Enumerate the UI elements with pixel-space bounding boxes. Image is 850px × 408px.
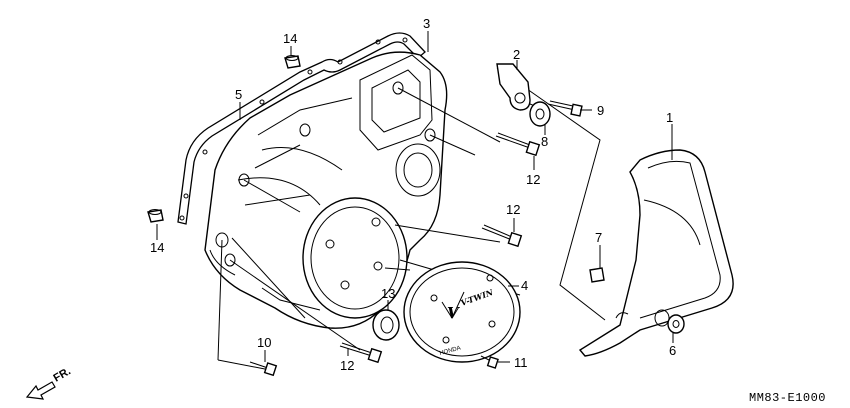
bolt-12-upper — [495, 132, 541, 157]
callout-13: 13 — [381, 286, 395, 301]
emblem-v: V — [447, 304, 460, 322]
callout-leaders — [156, 31, 674, 363]
bracket — [496, 63, 531, 111]
callout-1: 1 — [666, 110, 673, 125]
callout-12-lower: 12 — [340, 358, 354, 373]
front-direction-label: FR. — [52, 365, 73, 384]
callout-4: 4 — [521, 278, 528, 293]
callout-6: 6 — [669, 343, 676, 358]
bolt-10 — [249, 361, 278, 377]
sprocket-cover — [578, 149, 734, 357]
callout-8: 8 — [541, 134, 548, 149]
figure-code: MM83-E1000 — [749, 391, 826, 405]
callout-14-lower: 14 — [150, 240, 164, 255]
dowel-pin-lower — [147, 209, 164, 223]
bolt-12-lower — [339, 342, 383, 364]
oil-seal — [372, 309, 400, 341]
bolt-12-middle — [481, 224, 523, 248]
grommet-7 — [589, 267, 605, 283]
grommet-6 — [667, 314, 685, 334]
dowel-pin-upper — [284, 55, 301, 69]
collar — [529, 101, 551, 127]
callout-12-upper: 12 — [526, 172, 540, 187]
front-direction-arrow: FR. — [25, 365, 73, 400]
callout-9: 9 — [597, 103, 604, 118]
callout-11: 11 — [514, 355, 528, 370]
callout-14-upper: 14 — [283, 31, 297, 46]
callout-3: 3 — [423, 16, 430, 31]
callout-7: 7 — [595, 230, 602, 245]
callout-10: 10 — [257, 335, 271, 350]
callout-12-middle: 12 — [506, 202, 520, 217]
callout-2: 2 — [513, 47, 520, 62]
emblem-cover: V V-TWIN HONDA — [403, 261, 521, 363]
bolt-11 — [480, 355, 499, 369]
crankcase-cover — [204, 51, 448, 329]
emblem-maker: HONDA — [439, 346, 461, 357]
callout-5: 5 — [235, 87, 242, 102]
bolt-9 — [547, 100, 583, 117]
